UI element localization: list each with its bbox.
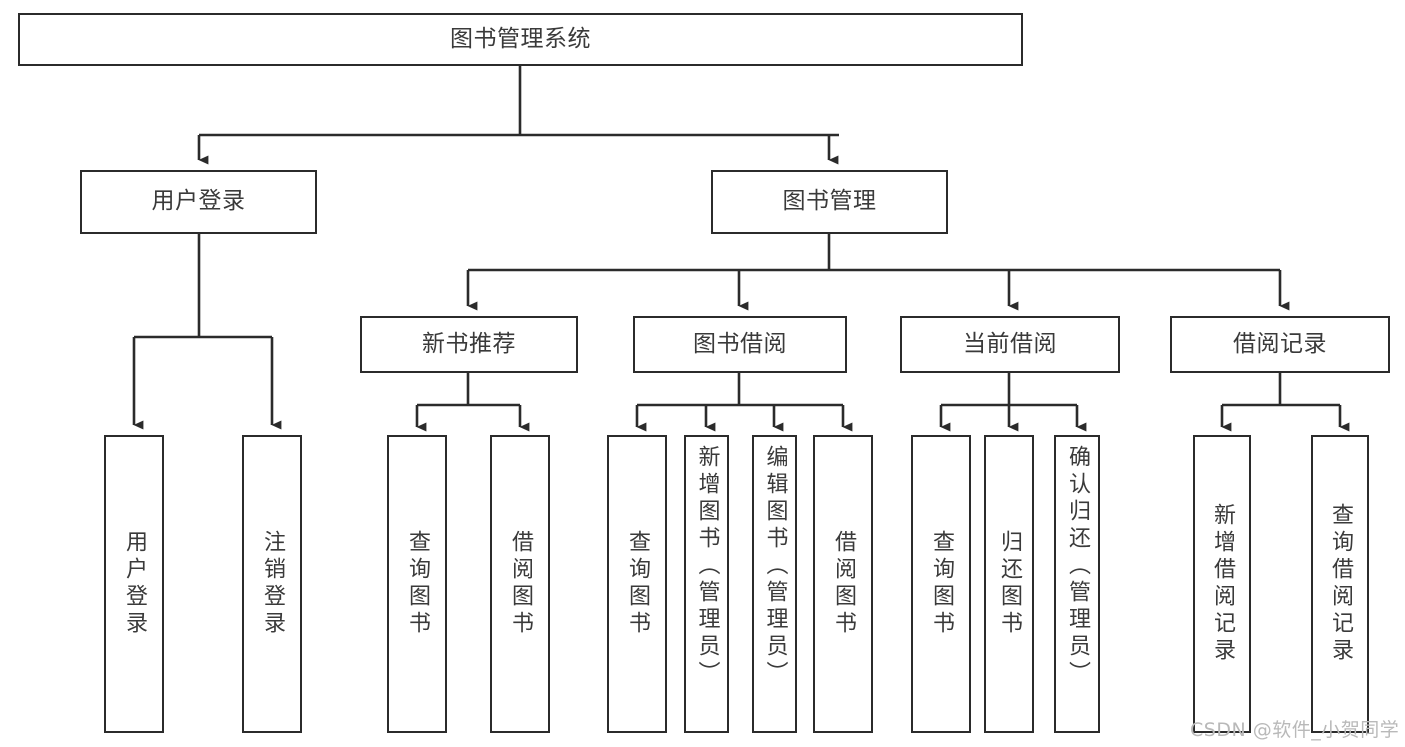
- node-leaf-edit-book[interactable]: 编辑图书（管理员）: [752, 435, 797, 733]
- node-leaf-borrow-book-1-label: 借阅图书: [508, 530, 533, 638]
- node-book-borrow-label: 图书借阅: [693, 330, 787, 357]
- node-leaf-confirm-return-label: 确认归还（管理员）: [1065, 445, 1090, 688]
- node-user-login[interactable]: 用户登录: [80, 170, 317, 234]
- node-new-book-recommend-label: 新书推荐: [422, 330, 516, 357]
- node-leaf-borrow-book-2[interactable]: 借阅图书: [813, 435, 873, 733]
- node-borrow-record-label: 借阅记录: [1233, 330, 1327, 357]
- node-leaf-user-login[interactable]: 用户登录: [104, 435, 164, 733]
- node-leaf-query-record-label: 查询借阅记录: [1328, 503, 1353, 665]
- node-book-borrow[interactable]: 图书借阅: [633, 316, 847, 373]
- node-leaf-borrow-book-2-label: 借阅图书: [831, 530, 856, 638]
- node-leaf-user-logout-label: 注销登录: [260, 530, 285, 638]
- node-leaf-confirm-return[interactable]: 确认归还（管理员）: [1054, 435, 1100, 733]
- node-leaf-query-book-2-label: 查询图书: [625, 530, 650, 638]
- node-leaf-query-book-1-label: 查询图书: [405, 530, 430, 638]
- node-root-label: 图书管理系统: [450, 25, 591, 52]
- node-current-borrow[interactable]: 当前借阅: [900, 316, 1120, 373]
- node-leaf-add-record-label: 新增借阅记录: [1210, 503, 1235, 665]
- watermark-csdn: CSDN @软件_小贺同学: [1190, 719, 1400, 741]
- node-borrow-record[interactable]: 借阅记录: [1170, 316, 1390, 373]
- node-new-book-recommend[interactable]: 新书推荐: [360, 316, 578, 373]
- node-leaf-add-book-label: 新增图书（管理员）: [694, 445, 720, 688]
- node-leaf-return-book-label: 归还图书: [997, 530, 1022, 638]
- node-leaf-return-book[interactable]: 归还图书: [984, 435, 1034, 733]
- node-leaf-user-logout[interactable]: 注销登录: [242, 435, 302, 733]
- node-user-login-label: 用户登录: [151, 188, 246, 215]
- node-leaf-user-login-label: 用户登录: [122, 530, 147, 638]
- node-leaf-add-record[interactable]: 新增借阅记录: [1193, 435, 1251, 733]
- node-leaf-query-book-1[interactable]: 查询图书: [387, 435, 447, 733]
- node-leaf-query-book-3-label: 查询图书: [929, 530, 954, 638]
- node-leaf-borrow-book-1[interactable]: 借阅图书: [490, 435, 550, 733]
- node-leaf-query-record[interactable]: 查询借阅记录: [1311, 435, 1369, 733]
- node-root[interactable]: 图书管理系统: [18, 13, 1023, 66]
- node-book-management[interactable]: 图书管理: [711, 170, 948, 234]
- node-leaf-add-book[interactable]: 新增图书（管理员）: [684, 435, 729, 733]
- node-leaf-query-book-2[interactable]: 查询图书: [607, 435, 667, 733]
- node-current-borrow-label: 当前借阅: [963, 330, 1057, 357]
- node-leaf-query-book-3[interactable]: 查询图书: [911, 435, 971, 733]
- node-leaf-edit-book-label: 编辑图书（管理员）: [762, 445, 788, 688]
- node-book-management-label: 图书管理: [782, 188, 877, 215]
